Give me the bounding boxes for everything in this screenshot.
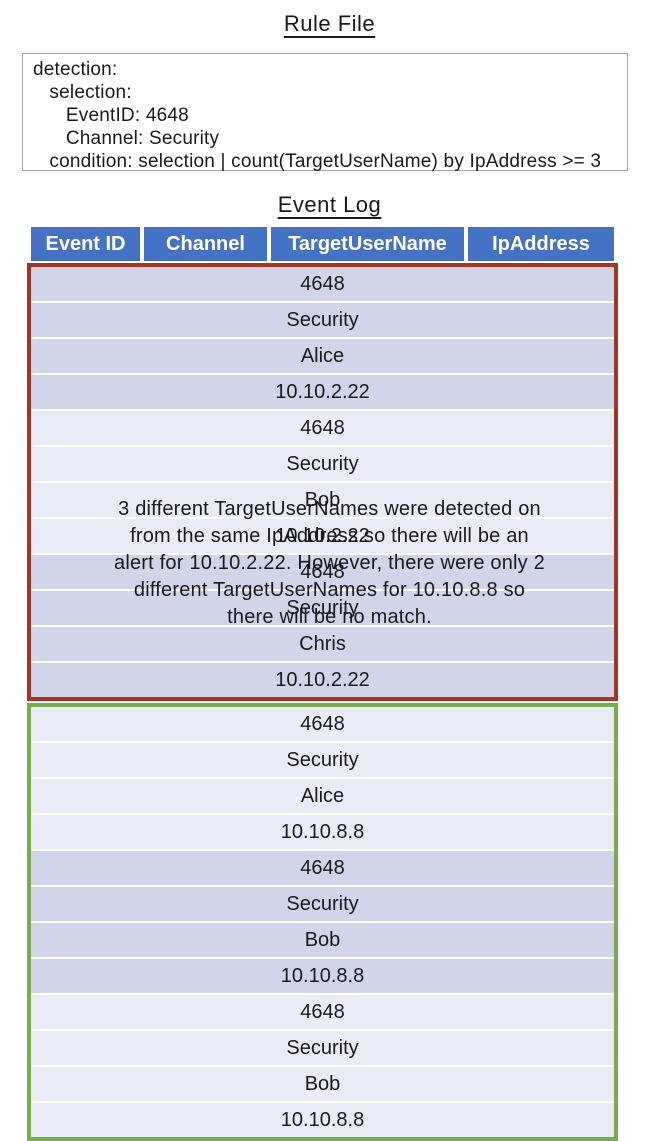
rule-file-title: Rule File (0, 11, 659, 37)
event-log-title: Event Log (0, 192, 659, 218)
table-cell: 4648 (31, 707, 614, 741)
table-cell: 4648 (31, 851, 614, 885)
table-cell: Bob (31, 923, 614, 957)
table-cell: 10.10.2.22 (31, 663, 614, 697)
table-cell: 10.10.8.8 (31, 1103, 614, 1137)
header-cell-ipaddress: IpAddress (468, 227, 614, 261)
table-cell: 10.10.2.22 (31, 375, 614, 409)
caption-line: from the same IpAddress so there will be… (130, 525, 529, 547)
table-cell: 10.10.8.8 (31, 815, 614, 849)
rule-code-line: EventID: 4648 (33, 105, 189, 126)
table-cell: Alice (31, 779, 614, 813)
caption-line: 3 different TargetUserNames were detecte… (118, 498, 541, 520)
alert-group-outline: 4648 Security Alice 10.10.2.22 4648 Secu… (27, 263, 618, 701)
table-cell: Security (31, 303, 614, 337)
table-cell: Security (31, 887, 614, 921)
event-log-table: Event ID Channel TargetUserName IpAddres… (27, 227, 618, 1141)
table-cell: Alice (31, 339, 614, 373)
rule-code-line: Channel: Security (33, 128, 220, 149)
table-header-row: Event ID Channel TargetUserName IpAddres… (31, 227, 614, 261)
caption-line: there will be no match. (227, 606, 432, 628)
no-match-group-outline: 4648 Security Alice 10.10.8.8 4648 Secur… (27, 703, 618, 1141)
event-log-title-text: Event Log (277, 192, 382, 217)
rule-file-code-box: detection: selection: EventID: 4648 Chan… (22, 53, 628, 172)
table-cell: 10.10.8.8 (31, 959, 614, 993)
table-cell: Bob (31, 483, 614, 517)
caption-line: different TargetUserNames for 10.10.8.8 … (133, 579, 526, 601)
rule-file-title-text: Rule File (283, 11, 376, 36)
explanation-caption: 3 different TargetUserNames were detecte… (0, 496, 659, 631)
header-cell-channel: Channel (144, 227, 267, 261)
table-cell: 4648 (31, 995, 614, 1029)
table-cell: 4648 (31, 411, 614, 445)
table-cell: Security (31, 743, 614, 777)
rule-code-line: condition: selection | count(TargetUserN… (33, 151, 602, 172)
header-cell-event-id: Event ID (31, 227, 140, 261)
table-cell: Security (31, 447, 614, 481)
rule-code-line: detection: (33, 59, 118, 80)
table-cell: Chris (31, 627, 614, 661)
table-cell: 4648 (31, 555, 614, 589)
table-cell: Security (31, 1031, 614, 1065)
rule-code-line: selection: (33, 82, 132, 103)
table-cell: Bob (31, 1067, 614, 1101)
table-cell: 10.10.2.22 (31, 519, 614, 553)
table-cell: 4648 (31, 267, 614, 301)
header-cell-targetusername: TargetUserName (271, 227, 464, 261)
table-cell: Security (31, 591, 614, 625)
caption-line: alert for 10.10.2.22. However, there wer… (114, 552, 545, 574)
